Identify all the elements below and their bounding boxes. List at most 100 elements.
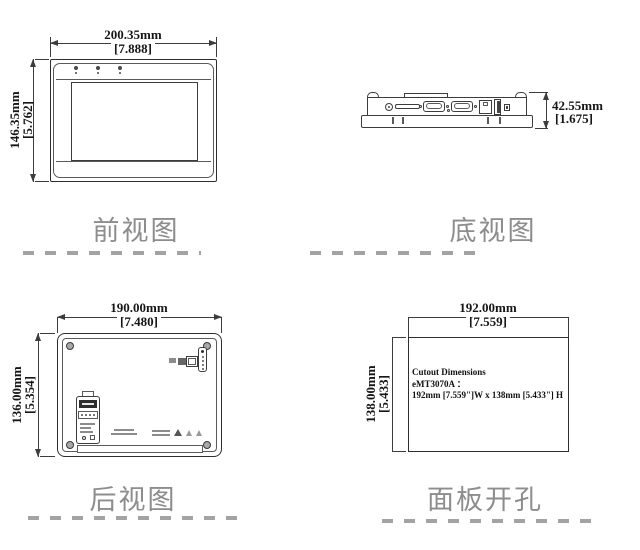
dongle-plug — [178, 358, 186, 365]
usb-client-pin — [506, 106, 508, 109]
separator-dashes — [28, 516, 244, 520]
clip-slot — [499, 117, 501, 124]
arrow-right-icon — [214, 314, 222, 320]
cutout-width-dim-mm: 192.00mm — [459, 300, 517, 315]
cutout-height-dim: 138.00mm [5.433] — [363, 365, 391, 423]
cutout-note-line: eMT3070A ： — [412, 378, 466, 389]
cert-mark-icon — [186, 430, 192, 436]
bottom-view-label: 底视图 — [449, 216, 537, 246]
arrow-down-icon — [543, 121, 549, 129]
clip-slot — [392, 117, 394, 124]
extension-line — [408, 317, 409, 337]
extension-line — [535, 128, 548, 129]
usb-port-tongue — [497, 101, 500, 113]
separator-dashes — [310, 251, 485, 255]
rear-view-label: 后视图 — [89, 485, 177, 515]
rear-height-dim: 136.00mm [5.354] — [9, 366, 37, 424]
bezel-top-strip-line — [56, 79, 211, 80]
cutout-width-dim-inch: [7.559] — [428, 314, 548, 329]
bezel-bottom-strip-line — [56, 161, 211, 162]
extension-line — [40, 456, 55, 457]
dongle-hole — [201, 350, 204, 353]
terminal-strip — [78, 411, 98, 419]
front-view-label: 前视图 — [92, 216, 180, 246]
power-jack-pin — [388, 106, 390, 108]
serial-port-pins — [454, 103, 470, 109]
corner-screw-icon — [66, 342, 74, 350]
dongle-body — [198, 347, 207, 372]
led-icon — [74, 66, 78, 70]
screw-icon — [419, 105, 422, 108]
arrow-left-icon — [57, 314, 65, 320]
front-width-dim-inch: [7.888] — [73, 41, 193, 56]
separator-dashes — [23, 251, 201, 255]
rear-width-dim-inch: [7.480] — [79, 314, 199, 329]
dimension-line — [546, 92, 547, 129]
dongle-connector-inner — [188, 358, 196, 365]
extension-line — [57, 318, 58, 333]
cutout-note: Cutout Dimensions eMT3070A ： 192mm [7.55… — [412, 367, 563, 402]
screw-icon — [446, 105, 449, 108]
micro-text — [111, 433, 137, 435]
extension-line — [35, 59, 49, 60]
micro-text — [80, 431, 93, 433]
extension-line — [568, 317, 569, 337]
extension-line — [221, 318, 222, 333]
sd-card-slot — [395, 104, 420, 109]
arrow-down-icon — [35, 449, 41, 457]
front-bezel-edge — [361, 115, 533, 128]
arrow-up-icon — [30, 59, 36, 67]
led-label-mark — [97, 72, 99, 74]
corner-screw-icon — [203, 441, 211, 449]
micro-text — [169, 358, 176, 363]
arrow-down-icon — [30, 174, 36, 182]
dimension-line — [33, 59, 34, 182]
bottom-rail — [77, 445, 203, 453]
led-icon — [96, 66, 100, 70]
extension-line — [35, 181, 49, 182]
micro-text — [152, 430, 170, 432]
arrow-up-icon — [543, 92, 549, 100]
separator-dashes — [382, 519, 594, 523]
dongle-pins — [202, 356, 204, 358]
ethernet-latch — [483, 102, 488, 106]
led-label-mark — [75, 72, 77, 74]
arrow-right-icon — [209, 40, 217, 46]
led-icon — [118, 66, 122, 70]
rear-width-dim-mm: 190.00mm — [110, 300, 168, 315]
extension-line — [393, 337, 406, 338]
led-label-mark — [119, 72, 121, 74]
micro-text — [80, 423, 95, 425]
cutout-note-line: 192mm [7.559"]W x 138mm [5.433"] H — [412, 390, 564, 400]
terminal-screws — [81, 414, 83, 416]
cutout-rectangle — [408, 337, 569, 452]
front-width-dim-mm: 200.35mm — [104, 27, 162, 42]
label-mark — [90, 435, 95, 440]
arrow-up-icon — [35, 333, 41, 341]
micro-text — [114, 429, 134, 431]
dimension-line — [392, 337, 393, 452]
display-screen — [71, 82, 198, 161]
arrow-left-icon — [50, 40, 58, 46]
front-height-dim: 146.35mm [5.762] — [7, 91, 35, 149]
cutout-view-label: 面板开孔 — [427, 485, 543, 515]
extension-line — [216, 37, 217, 57]
corner-screw-icon — [203, 342, 211, 350]
ground-mark-icon — [82, 436, 86, 440]
extension-line — [393, 451, 406, 452]
bottom-depth-dim-mm: 42.55mm — [552, 98, 603, 113]
cutout-note-line: Cutout Dimensions — [412, 367, 486, 377]
ethernet-port — [479, 100, 492, 114]
micro-text — [80, 427, 91, 429]
micro-text — [152, 434, 170, 436]
fuse-label-text-mark — [82, 403, 94, 405]
screw-icon — [474, 105, 477, 108]
clip-slot — [402, 117, 404, 124]
extension-line — [50, 37, 51, 57]
clip-slot — [487, 117, 489, 124]
warning-triangle-icon — [174, 429, 182, 436]
corner-screw-icon — [66, 441, 74, 449]
screw-icon — [447, 109, 450, 112]
extension-line — [40, 333, 55, 334]
